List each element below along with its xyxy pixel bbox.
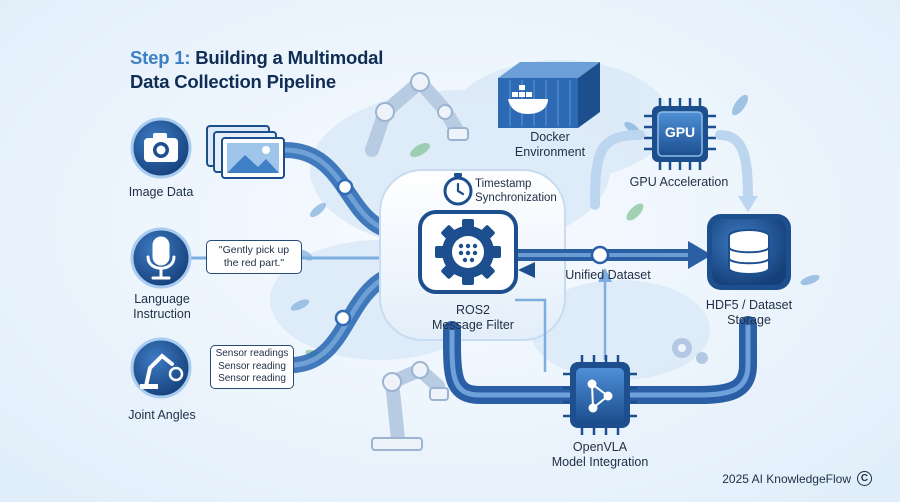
gear-icon [435,219,501,285]
footer-text: 2025 AI KnowledgeFlow [722,471,851,486]
quote-line2: the red part." [223,257,285,270]
output-pipe [518,241,712,278]
unified-dataset-label: Unified Dataset [565,268,651,282]
microphone-glyph [146,236,176,280]
title-line2: Data Collection Pipeline [130,71,336,93]
image-frames-icon [206,125,285,179]
sensor-line-2: Sensor reading [218,360,286,372]
joint-angles-label: Joint Angles [128,408,196,422]
footer-credit: 2025 AI KnowledgeFlow C [722,471,872,486]
docker-label: Docker Environment [514,130,586,159]
language-instruction-label: Language Instruction [133,292,191,321]
gear-decoration-icon [672,338,708,364]
language-quote-bubble: "Gently pick up the red part." [206,240,302,275]
robot-arm-top-joints [375,72,469,141]
gpu-acceleration-label: GPU Acceleration [629,175,729,189]
robot-arm-bottom-joints [371,361,449,451]
sensor-line-1: Sensor readings [215,348,289,359]
image-data-label: Image Data [128,185,194,199]
database-storage-icon [707,214,791,290]
gpu-chip-text: GPU [664,124,696,140]
robot-joint-glyph [140,353,184,389]
title-step: Step 1: [130,47,191,68]
openvla-chip-icon [563,355,637,435]
sensor-line-3: Sensor reading [218,373,286,384]
gpu-loop-pipe [590,130,758,212]
openvla-label: OpenVLA Model Integration [551,440,649,469]
pipe-nodes [334,178,354,327]
clock-icon [443,173,473,206]
quote-line1: "Gently pick up [218,244,290,256]
gpu-chip-icon [644,98,716,170]
copyright-icon: C [857,471,872,486]
title-line1: Building a Multimodal [195,47,384,68]
page-title: Step 1: Building a Multimodal Data Colle… [130,46,383,94]
sensor-readings-box: Sensor readings Sensor reading Sensor re… [210,345,294,389]
hdf5-storage-label: HDF5 / Dataset Storage [705,298,793,327]
ros2-filter-label: ROS2 Message Filter [432,303,514,332]
leaf-decorations [290,94,820,361]
timestamp-sync-label: Timestamp Synchronization [475,178,557,204]
docker-container-icon [498,62,600,128]
camera-glyph [144,133,178,162]
